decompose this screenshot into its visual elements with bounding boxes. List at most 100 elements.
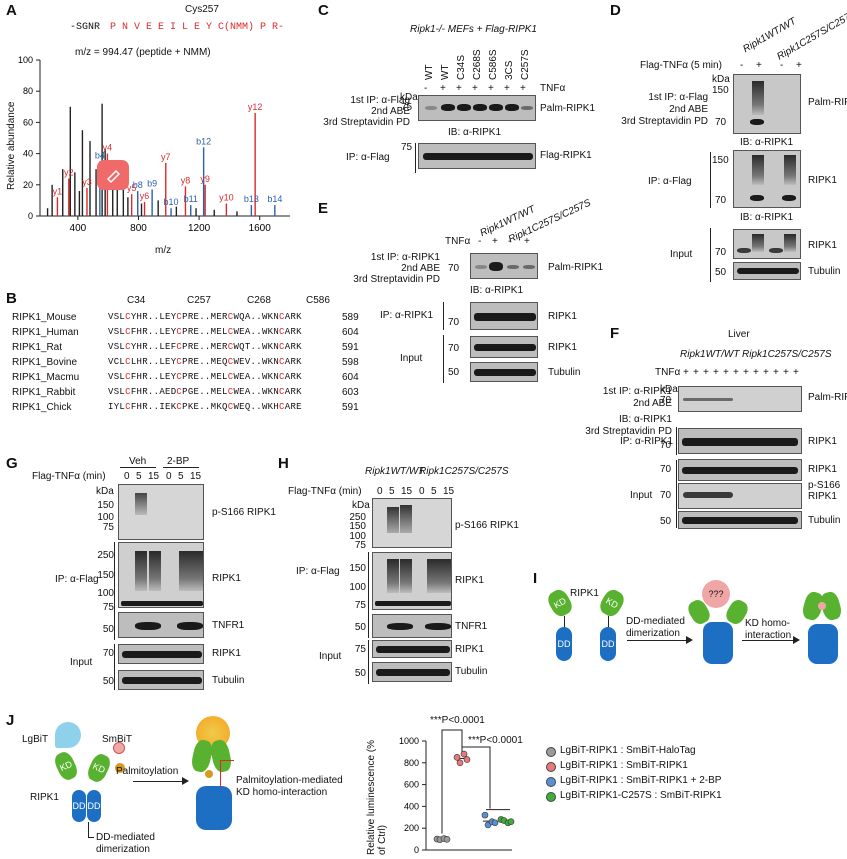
g-mw: 250	[97, 550, 114, 561]
h-mw: 75	[354, 540, 366, 551]
h-ps166-blot	[372, 498, 452, 548]
h-ripk1-blot	[372, 552, 452, 610]
legend-swatch	[546, 747, 556, 757]
c-tnf-sign: +	[488, 83, 494, 94]
h-mw: 150	[349, 521, 366, 532]
ion-label: y8	[181, 175, 191, 185]
h-mw: 100	[349, 582, 366, 593]
panel-label-c: C	[318, 2, 329, 19]
ion-label: y1	[53, 186, 63, 196]
g-ripk1-blot	[118, 542, 204, 608]
f-tnf-sign: +	[713, 367, 719, 378]
d-ip3: 3rd Streptavidin PD	[621, 116, 708, 127]
f-tnf-sign: +	[753, 367, 759, 378]
panel-label-f: F	[610, 325, 620, 342]
d-group2: Ripk1C257S/C257S	[775, 8, 847, 63]
i-dd-1: DD	[556, 627, 572, 661]
panel-label-d: D	[610, 2, 621, 19]
d-mw70b: 70	[715, 195, 727, 206]
d-ip1: 1st IP: α-Flag	[648, 92, 708, 103]
alignment-row-length: 604	[342, 327, 359, 338]
x-tick-label: 400	[70, 223, 87, 234]
e-ip3: 3rd Streptavidin PD	[353, 274, 440, 285]
lum-point	[507, 818, 515, 825]
edit-icon[interactable]	[97, 160, 129, 190]
g-time: 5	[178, 471, 184, 482]
c-flag-label: Flag-RIPK1	[540, 150, 592, 161]
alignment-row-length: 603	[342, 387, 359, 398]
g-mw: 100	[97, 512, 114, 523]
f-group2: Ripk1C257S/C257S	[742, 349, 832, 360]
f-palm-label: Palm-RIPK1	[808, 392, 847, 403]
j-kd-4	[208, 738, 234, 774]
lum-y-tick-label: 0	[414, 845, 419, 855]
alignment-row-length: 604	[342, 372, 359, 383]
h-mw: 50	[354, 622, 366, 633]
j-ripk1-label: RIPK1	[30, 792, 59, 803]
ion-label: y7	[161, 152, 171, 162]
d-palm-blot	[733, 74, 801, 134]
panel-label-j: J	[6, 712, 15, 729]
alignment-row-seq: VSLCYHR..LEYCPRE..MERCWQA..WKNCARK	[108, 312, 302, 322]
legend-label: LgBiT-RIPK1 : SmBiT-HaloTag	[560, 745, 696, 756]
g-tnfr1-label: TNFR1	[212, 620, 245, 631]
ion-label: y12	[248, 102, 263, 112]
i-dd-2: DD	[600, 627, 616, 661]
y-tick-label: 20	[23, 180, 33, 190]
e-sign-2: +	[492, 236, 498, 247]
lum-y-tick-label: 800	[404, 758, 419, 768]
y-tick-label: 40	[23, 149, 33, 159]
y-tick-label: 0	[28, 211, 33, 221]
e-ip1: 1st IP: α-RIPK1	[370, 252, 440, 263]
c-lane-label: WT	[424, 64, 435, 80]
c-lane-label: C257S	[520, 49, 531, 80]
c-ip2: 2nd ABE	[371, 106, 410, 117]
ion-label: b4	[95, 150, 105, 160]
ion-label: b9	[147, 178, 157, 188]
f-tnf-sign: +	[683, 367, 689, 378]
alignment-row-seq: VSLCYHR..LEFCPRE..MERCWQT..WKNCARK	[108, 342, 302, 352]
f-ip: IP: α-RIPK1	[620, 436, 674, 447]
g-tubulin-blot	[118, 670, 204, 690]
lum-point	[456, 759, 464, 767]
header-c586: C586	[306, 295, 330, 306]
alignment-row-name: RIPK1_Mouse	[12, 312, 77, 323]
h-time: 0	[419, 486, 425, 497]
g-ripk1b-label: RIPK1	[212, 648, 241, 659]
j-arrow	[133, 781, 183, 782]
g-time: 5	[136, 471, 142, 482]
d-tubulin-blot	[733, 262, 801, 280]
ion-label: y10	[219, 193, 234, 203]
legend-swatch	[546, 777, 556, 787]
g-mw: 50	[102, 676, 114, 687]
e-ib: IB: α-RIPK1	[470, 285, 524, 296]
peptide-sequence: P N V E E I L E Y C(NMM) P R-	[110, 22, 285, 33]
f-ps166-blot	[678, 483, 802, 509]
h-ripk1b-label: RIPK1	[455, 644, 484, 655]
i-factor-bound	[818, 602, 826, 610]
j-dd-2: DD	[87, 790, 101, 822]
g-2bp: 2-BP	[167, 456, 190, 467]
c-ip-flag: IP: α-Flag	[346, 152, 390, 163]
j-significance-2: ***P<0.0001	[468, 735, 523, 746]
f-input-blot	[678, 459, 802, 481]
i-step2: KD homo-interaction	[745, 618, 792, 641]
e-mw50: 50	[448, 367, 460, 378]
alignment-row-length: 589	[342, 312, 359, 323]
c-palm-label: Palm-RIPK1	[540, 103, 596, 114]
alignment-row-name: RIPK1_Bovine	[12, 357, 78, 368]
e-input-blot	[470, 336, 538, 358]
g-veh: Veh	[129, 456, 147, 467]
f-mw50: 50	[660, 516, 672, 527]
lum-y-tick-label: 200	[404, 823, 419, 833]
c-tnf-sign: +	[472, 83, 478, 94]
g-mw: 70	[102, 648, 114, 659]
lum-point	[453, 754, 461, 761]
g-input: Input	[70, 657, 93, 668]
d-mw150b: 150	[712, 155, 729, 166]
ion-label: b10	[164, 197, 179, 207]
j-dd-1: DD	[72, 790, 86, 822]
lum-y-tick-label: 400	[404, 801, 419, 811]
ion-label: y4	[103, 143, 113, 153]
